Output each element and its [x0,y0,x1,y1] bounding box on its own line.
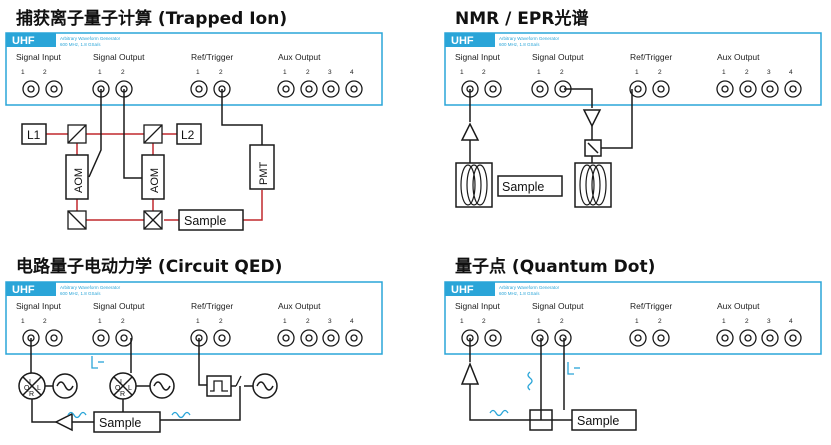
instrument-nmr-epr [444,32,822,106]
panel-title-quantum-dot: 量子点 (Quantum Dot) [455,257,656,277]
label-sample-cqed: Sample [99,416,141,430]
wave-annotations-qd [489,362,580,417]
quantum-dot-setup [460,338,637,431]
mixer-1-port-i: I [29,379,31,386]
mixer-1-port-q: Q [24,385,30,392]
label-aom-1: AOM [73,168,85,193]
trapped-ion-setup: L1 L2 AOM AOM PMT Sample [21,89,275,231]
laser-l1-box [21,123,47,145]
panel-title-nmr-epr: NMR / EPR光谱 [455,9,589,29]
panel-title-circuit-qed: 电路量子电动力学 (Circuit QED) [16,257,283,277]
label-sample-nmr: Sample [502,180,544,194]
label-sample-qd: Sample [577,414,619,428]
mixer-1-port-r: R [29,391,34,398]
label-sample: Sample [184,214,226,228]
aom-1-box [65,154,89,200]
instrument-circuit-qed [5,281,383,355]
label-aom-2: AOM [149,168,161,193]
mixer-2-port-q: Q [115,385,121,392]
panel-title-trapped-ion: 捕获离子量子计算 (Trapped Ion) [16,9,288,29]
signal-cables [88,89,263,179]
instrument-quantum-dot [444,281,822,355]
sample-box [178,209,244,231]
aom-2-box [141,154,165,200]
mixer-2-port-r: R [120,391,125,398]
wave-annotations [67,356,191,419]
mixer-1-port-l: L [37,385,41,392]
mixer-2-port-i: I [120,379,122,386]
nmr-epr-setup [455,88,633,208]
circuit-qed-setup [18,338,278,433]
instrument-trapped-ion [5,32,383,106]
label-l2: L2 [181,128,195,142]
label-pmt: PMT [258,162,270,186]
laser-l2-box [176,123,202,145]
label-l1: L1 [27,128,41,142]
pmt-box [249,144,275,190]
mixer-2-port-l: L [128,385,132,392]
